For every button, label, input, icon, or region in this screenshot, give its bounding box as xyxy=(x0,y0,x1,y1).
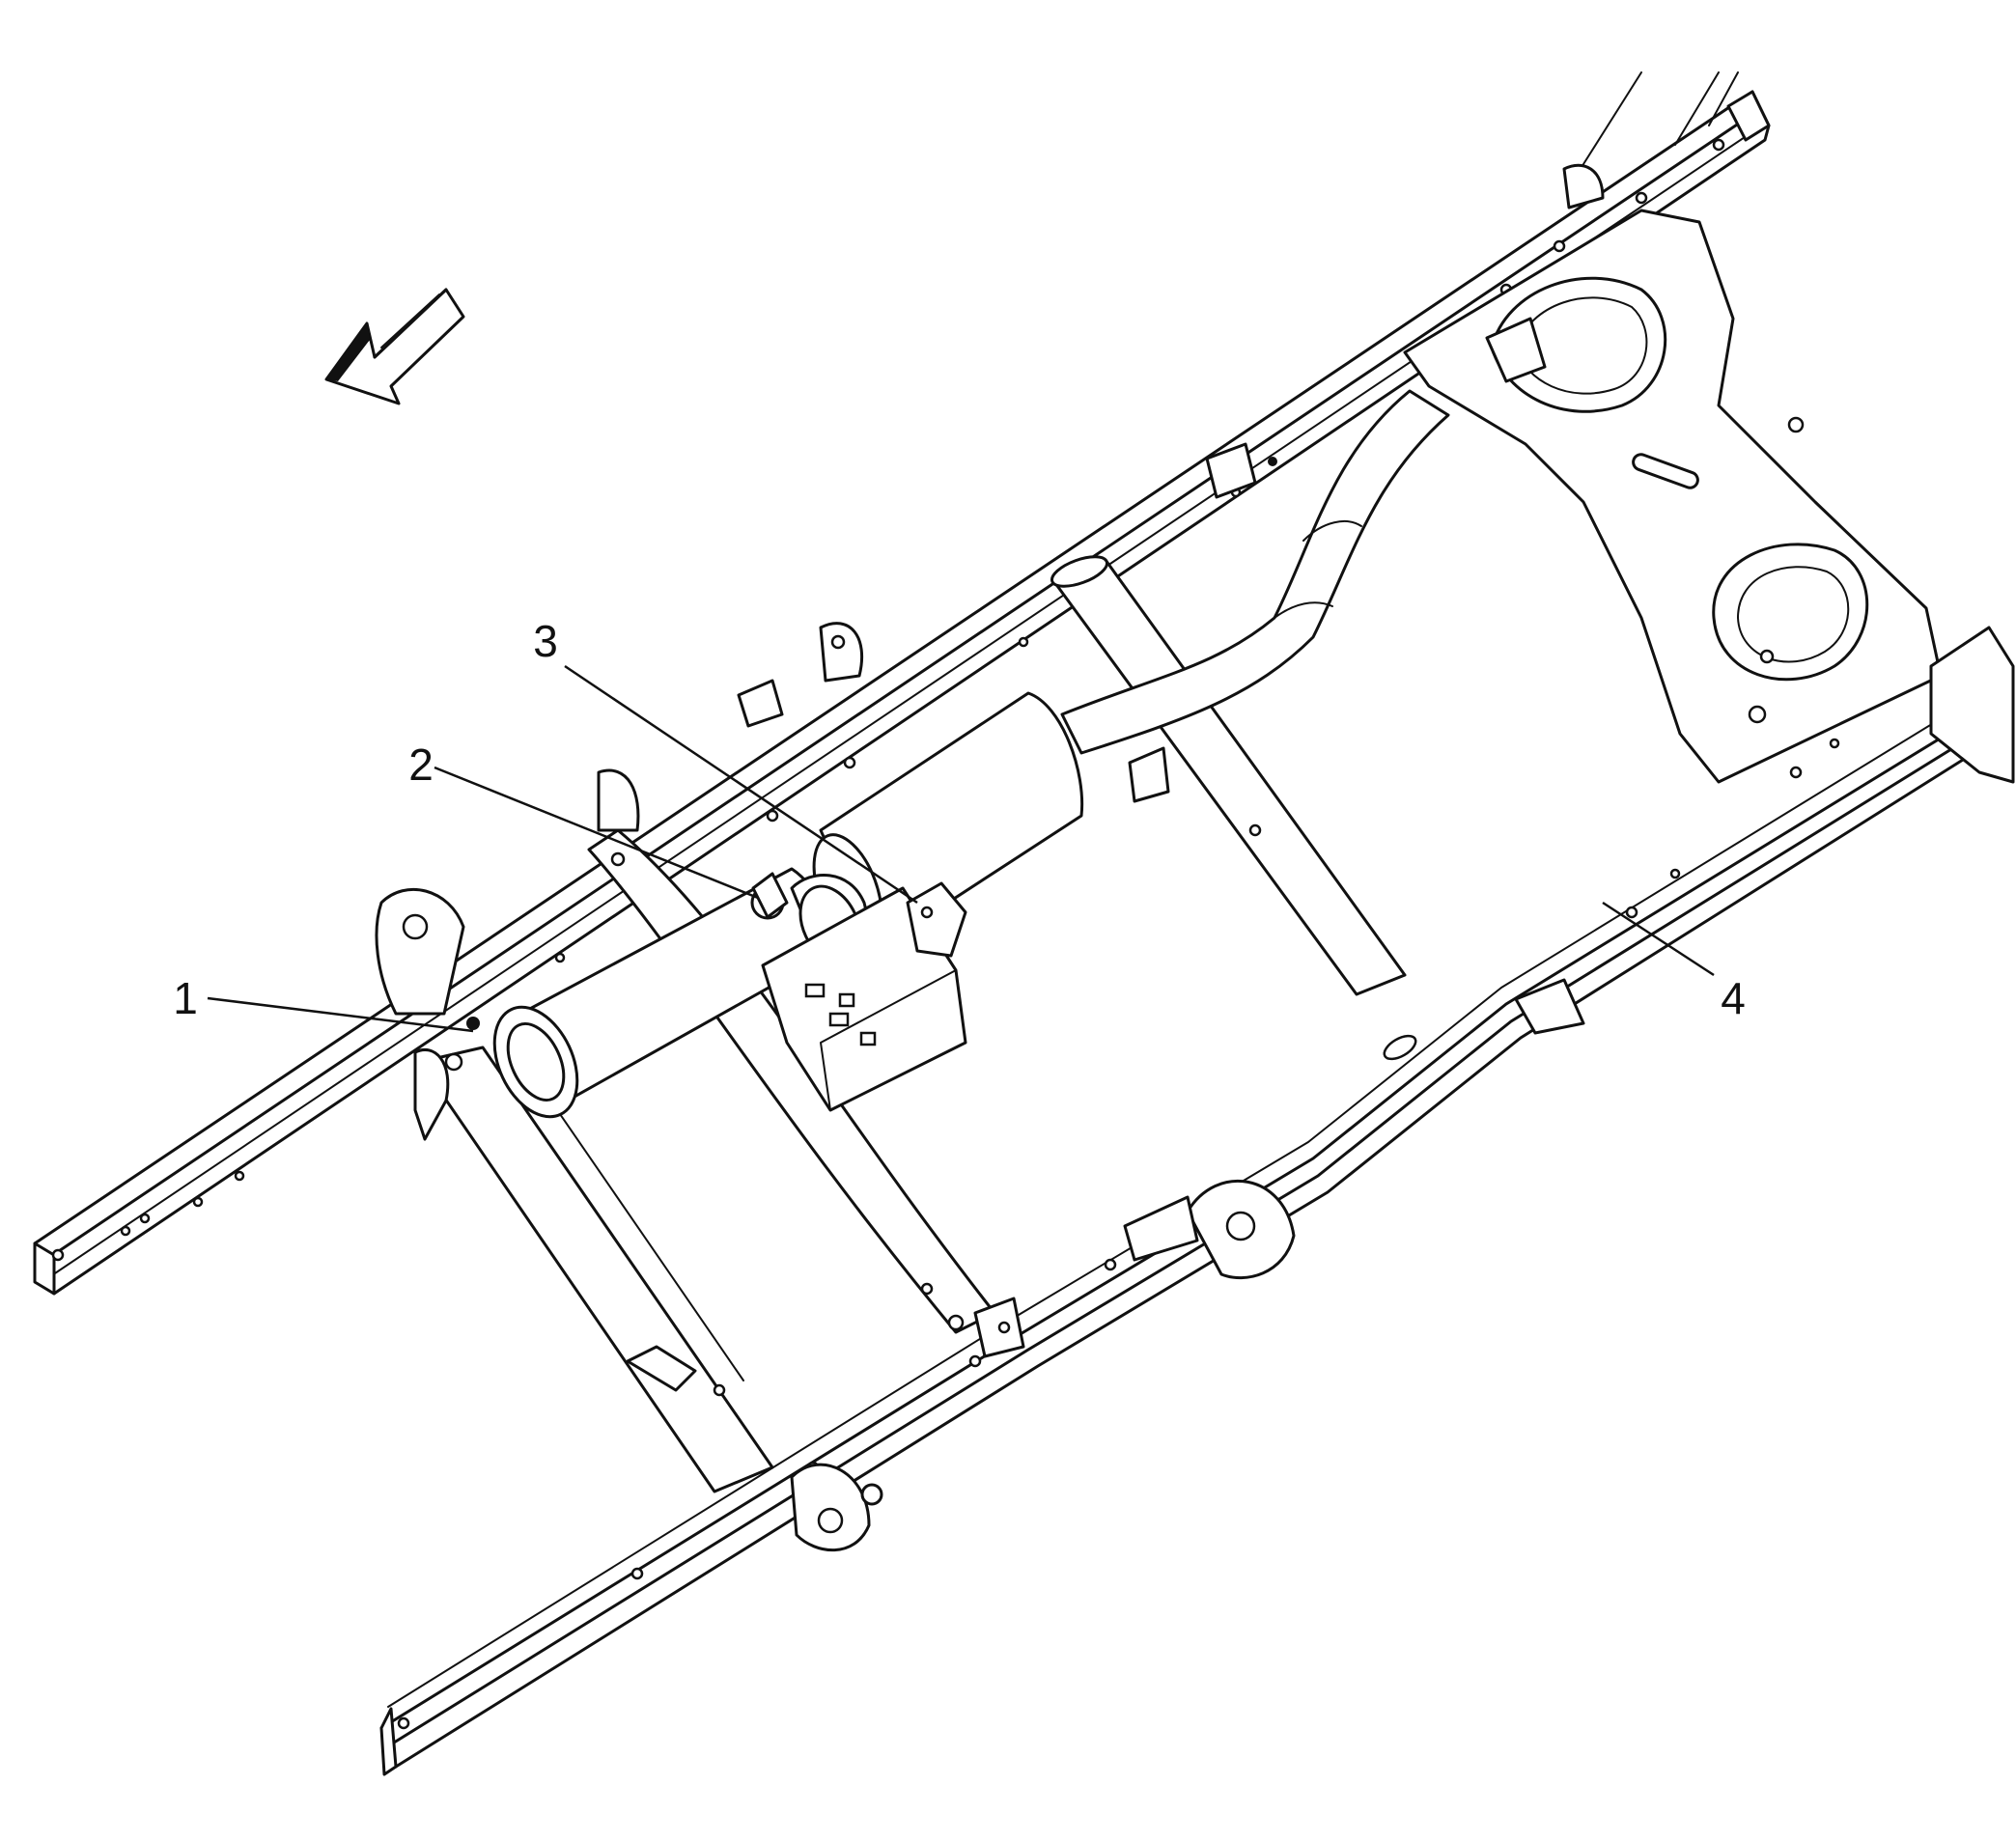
callout-label-3: 3 xyxy=(533,616,558,666)
catalytic-converter xyxy=(492,867,868,1119)
callout-label-2: 2 xyxy=(408,739,434,790)
exhaust-hanger-bracket xyxy=(906,881,967,958)
callout-leader-4 xyxy=(1602,901,1715,977)
callout-leader-2 xyxy=(434,766,759,900)
rear-crossmember-tube xyxy=(1050,555,1407,996)
left-frame-rail xyxy=(33,90,1771,1296)
exhaust-flange-joint xyxy=(750,872,789,920)
left-rail-brackets xyxy=(375,163,1605,1016)
front-direction-arrow-icon xyxy=(324,288,465,405)
rear-frame-extension-lines xyxy=(1582,71,1739,165)
callout-leaders xyxy=(207,664,1715,1033)
front-exhaust-hanger xyxy=(413,1017,480,1141)
callout-label-1: 1 xyxy=(173,973,198,1023)
rear-crossmember xyxy=(1403,209,1943,784)
exhaust-tailpipe xyxy=(1060,389,1450,755)
right-rail-brackets xyxy=(790,978,1585,1552)
front-crossmember-tube xyxy=(418,1046,774,1493)
callout-leader-1 xyxy=(207,996,474,1033)
callout-label-4: 4 xyxy=(1721,973,1746,1023)
callout-leader-3 xyxy=(564,664,918,905)
